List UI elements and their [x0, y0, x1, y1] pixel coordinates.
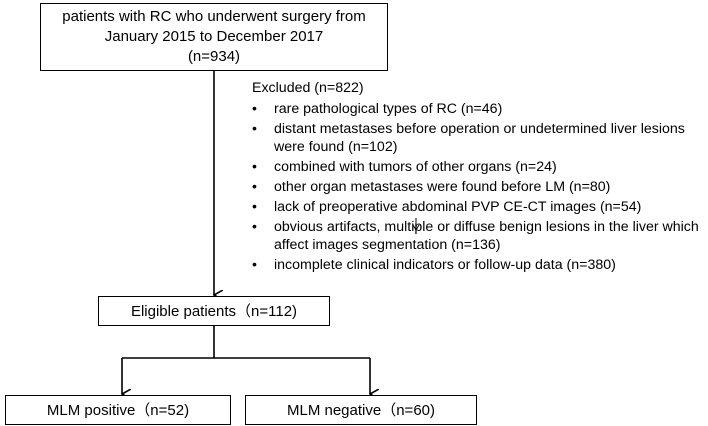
bullet-icon: • — [252, 199, 257, 215]
mlm-negative-box: MLM negative（n=60) — [245, 395, 477, 425]
small-cursor-arrowhead-icon — [412, 224, 420, 231]
exclusion-item-text: obvious artifacts, multiple or diffuse b… — [274, 219, 699, 253]
initial-patients-line-1: patients with RC who underwent surgery f… — [62, 8, 366, 25]
initial-patients-line-2: January 2015 to December 2017 — [104, 28, 324, 45]
eligible-patients-box: Eligible patients（n=112) — [98, 296, 330, 326]
mlm-positive-label: MLM positive（n=52) — [46, 401, 190, 419]
exclusion-item: • obvious artifacts, multiple or diffuse … — [248, 218, 708, 254]
exclusion-item: • distant metastases before operation or … — [248, 120, 708, 156]
exclusion-item-text: incomplete clinical indicators or follow… — [274, 257, 616, 273]
exclusion-item-text: distant metastases before operation or u… — [274, 121, 685, 155]
bullet-icon: • — [252, 257, 257, 273]
initial-patients-box: patients with RC who underwent surgery f… — [40, 3, 388, 71]
mlm-negative-label: MLM negative（n=60) — [287, 401, 435, 419]
exclusion-item: • incomplete clinical indicators or follo… — [248, 256, 708, 274]
bullet-icon: • — [252, 101, 257, 117]
exclusion-item: • lack of preoperative abdominal PVP CE-C… — [248, 198, 708, 216]
bullet-icon: • — [252, 219, 257, 235]
initial-patients-count: (n=934) — [187, 48, 241, 65]
eligible-patients-label: Eligible patients（n=112) — [130, 302, 298, 320]
bullet-icon: • — [252, 121, 257, 137]
exclusion-list: • rare pathological types of RC (n=46) • d… — [248, 100, 708, 274]
exclusion-criteria: Excluded (n=822) • rare pathological type… — [248, 79, 708, 276]
mlm-positive-box: MLM positive（n=52) — [5, 395, 231, 425]
exclusion-item-text: combined with tumors of other organs (n=… — [274, 159, 557, 175]
excluded-title: Excluded (n=822) — [252, 80, 364, 96]
exclusion-item-text: rare pathological types of RC (n=46) — [274, 101, 503, 117]
exclusion-item-text: other organ metastases were found before… — [274, 179, 611, 195]
exclusion-item-text: lack of preoperative abdominal PVP CE-CT… — [274, 199, 642, 215]
exclusion-item: • combined with tumors of other organs (n… — [248, 158, 708, 176]
exclusion-item: • rare pathological types of RC (n=46) — [248, 100, 708, 118]
bullet-icon: • — [252, 179, 257, 195]
bullet-icon: • — [252, 159, 257, 175]
exclusion-item: • other organ metastases were found befor… — [248, 178, 708, 196]
